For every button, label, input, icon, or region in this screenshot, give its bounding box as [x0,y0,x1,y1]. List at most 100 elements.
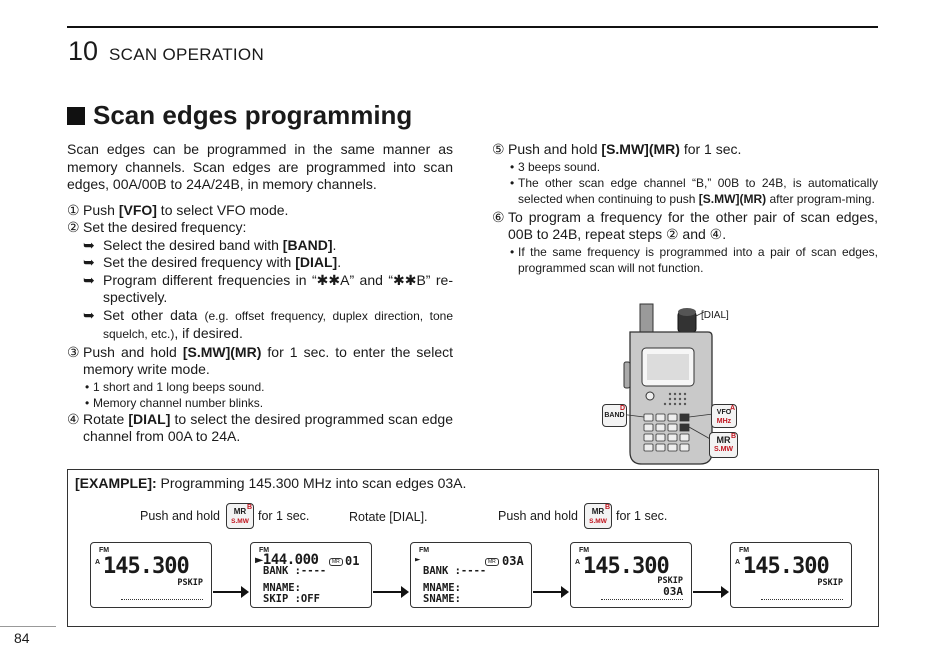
bullet-text: The other scan edge channel “B,” 00B to … [518,175,878,206]
arrow-icon: ➥ [83,271,95,288]
bullet-icon: • [510,244,515,259]
example-text: Programming 145.300 MHz into scan edges … [156,475,467,491]
bullet-text: after program-ming. [766,191,875,206]
vfo-key: A VFO MHz [711,404,737,428]
bullet-text: 1 short and 1 long beeps sound. [93,379,265,394]
section-title: Scan edges programming [67,100,412,131]
step-2-sub-3: ➥ Program different frequencies in “✱✱A” … [67,272,453,307]
lcd-mode: FM [259,547,270,554]
dial-label: [DIAL] [701,310,729,321]
step-5-bullet-1: •3 beeps sound. [492,159,878,175]
lcd-bank: BANK :---- [263,565,327,577]
key-subtext: S.MW [713,446,734,453]
sub-text: Program different frequencies in “✱✱A” a… [103,271,453,306]
key-text: VFO [716,409,732,416]
left-column: Scan edges can be programmed in the same… [67,141,453,446]
mr-key: B MR S.MW [709,432,738,458]
key-text: MR [716,435,731,445]
sub-text: Set other data [103,306,205,323]
key-sup: B [604,504,610,511]
arrow-right-icon [533,586,569,598]
key-sup: B [730,433,736,440]
lcd-mr-tag: MR [329,558,343,566]
lcd-dots [601,599,683,600]
lcd-mode: FM [739,547,750,554]
lcd-mname: MNAME: [423,582,461,594]
antenna-icon [639,303,654,335]
lcd-screen-3: FM ► MR 03A BANK :---- MNAME: SNAME: [410,542,532,608]
step-3-bullet-2: •Memory channel number blinks. [67,395,453,411]
step-2-sub-2: ➥ Set the desired frequency with [DIAL]. [67,254,453,272]
action-1-pre: Push and hold [140,509,220,523]
key-label: [BAND] [282,236,333,253]
key-text: BAND [604,412,625,419]
lcd-pskip: PSKIP [177,578,203,588]
arrow-icon: ➥ [83,306,95,323]
mr-key-icon: B MR S.MW [226,503,254,529]
arrow-right-icon [693,586,729,598]
sub-text: . [337,254,342,270]
lcd-sname: SNAME: [423,593,461,605]
lcd-mode: FM [99,547,110,554]
step-text: to select the desired programmed scan ed… [83,410,454,445]
lcd-screen-5: FM A 145.300 PSKIP [730,542,852,608]
action-1-post: for 1 sec. [258,509,310,523]
key-label: [DIAL] [295,254,338,270]
step-text: for 1 sec. [679,141,742,157]
step-5-bullet-2: •The other scan edge channel “B,” 00B to… [492,175,878,207]
lcd-mode: FM [579,547,590,554]
arrow-icon: ➥ [83,236,95,253]
lcd-band: A [735,559,741,566]
arrow-icon: ➥ [83,254,95,270]
lcd-marker: ► [415,555,421,565]
lcd-mname: MNAME: [263,582,301,594]
step-number: ⑤ [492,141,505,157]
step-text: Rotate [83,410,129,427]
lcd-pskip: PSKIP [657,576,683,586]
step-3-bullet-1: •1 short and 1 long beeps sound. [67,379,453,395]
lcd-mode: FM [419,547,430,554]
key-sup: B [246,504,252,511]
square-bullet-icon [67,106,85,125]
lcd-band: A [575,559,581,566]
step-number: ① [67,201,80,218]
key-sup: A [729,405,735,412]
key-label: [S.MW](MR) [698,191,767,206]
lcd-channel: 01 [345,554,360,568]
lcd-band: A [95,559,101,566]
bullet-text: 3 beeps sound. [518,159,601,174]
lcd-bank: BANK :---- [423,565,487,577]
lcd-frequency: 145.300 [103,554,190,579]
step-number: ③ [67,343,80,360]
transceiver-illustration [619,303,714,465]
page-number-rule [0,626,56,627]
sub-note: (e.g. offset frequency, duplex direction… [103,308,453,342]
lcd-screen-1: FM A 145.300 PSKIP [90,542,212,608]
action-3-post: for 1 sec. [616,509,668,523]
sub-text: . [332,236,337,253]
key-subtext: S.MW [589,518,607,525]
step-text: Push [83,201,119,218]
bullet-icon: • [510,175,515,190]
step-number: ④ [67,410,80,427]
example-label: [EXAMPLE]: [75,475,157,491]
arrow-right-icon [373,586,409,598]
section-title-text: Scan edges programming [93,100,413,130]
sub-text: Set the desired frequency with [103,254,296,270]
sub-text: Select the desired band with [103,236,283,253]
sub-text: , if desired. [174,325,243,341]
arrow-right-icon [213,586,249,598]
example-box [67,469,879,627]
bullet-text: If the same frequency is programmed into… [518,244,878,275]
key-sup: D [619,405,625,412]
bullet-icon: • [85,395,90,410]
lcd-dots [761,599,843,600]
example-title: [EXAMPLE]: Programming 145.300 MHz into … [75,475,466,491]
step-text: for 1 sec. to enter the select memory wr… [83,343,453,378]
key-text: MR [591,507,605,516]
